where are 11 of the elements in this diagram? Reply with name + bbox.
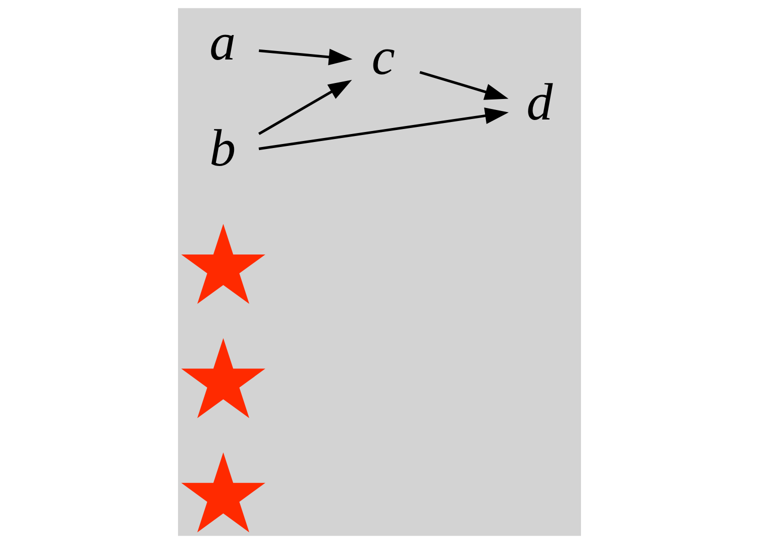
node-text: b — [208, 120, 236, 178]
arrow — [258, 108, 508, 150]
arrow — [419, 71, 508, 100]
node-star — [180, 338, 265, 418]
node-star — [180, 224, 265, 304]
arrow — [258, 48, 352, 66]
arrow — [258, 80, 352, 136]
node-star — [180, 452, 265, 532]
node-text: c — [371, 28, 394, 86]
node-text: d — [526, 74, 552, 132]
node-text: a — [208, 13, 236, 72]
